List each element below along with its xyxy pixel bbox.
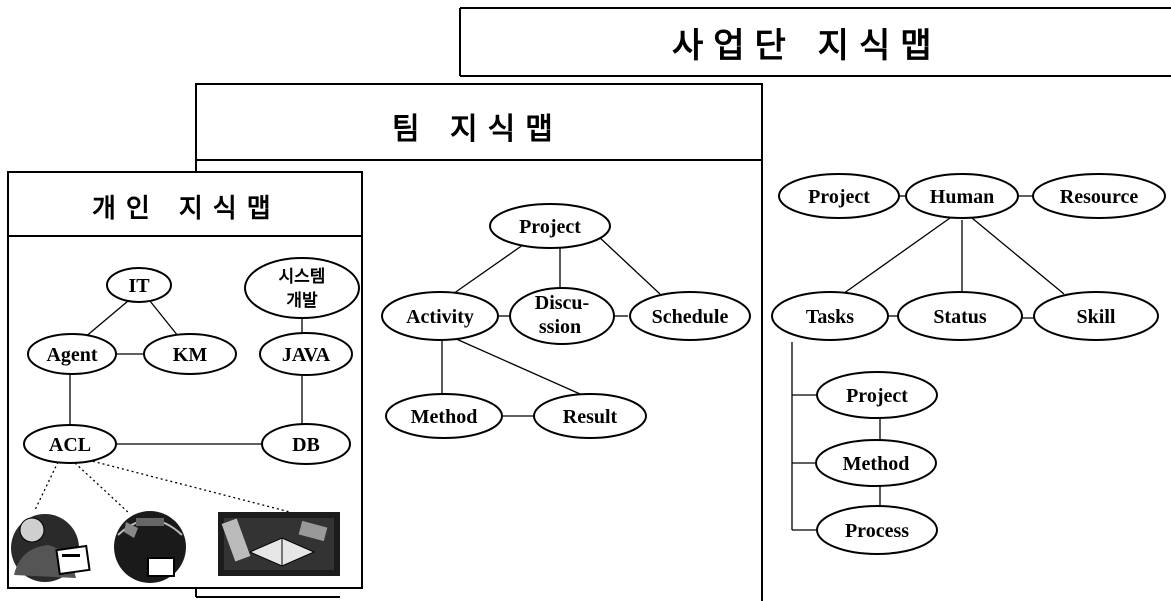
person-with-globe-icon: [114, 511, 186, 583]
biz-node-sub-project-label: Project: [846, 385, 908, 407]
node-java-ellipse: [259, 332, 353, 376]
node-agent: Agent: [27, 333, 117, 375]
edge-acl-image1: [34, 461, 59, 511]
biz-node-tasks-label: Tasks: [806, 306, 854, 328]
node-it-label: IT: [128, 275, 150, 297]
team-node-project-label: Project: [519, 216, 581, 238]
biz-node-project-label: Project: [808, 186, 870, 208]
team-node-result: Result: [533, 393, 647, 439]
team-node-project: Project: [489, 203, 611, 249]
edge-project-activity: [449, 239, 531, 297]
node-agent-ellipse: [27, 333, 117, 375]
personal-panel-title: 개인 지식맵: [92, 194, 281, 224]
biz-node-sub-method: Method: [815, 439, 937, 487]
biz-node-sub-process-ellipse: [816, 505, 938, 555]
biz-node-human: Human: [905, 173, 1019, 219]
personal-map-nodes: IT 시스템 개발 Agent KM JAVA ACL DB: [23, 257, 360, 465]
edge-human-skill: [971, 217, 1065, 295]
biz-node-human-ellipse: [905, 173, 1019, 219]
biz-node-sub-process-label: Process: [845, 520, 909, 542]
team-panel: [195, 83, 763, 601]
business-panel: [459, 7, 1171, 77]
biz-node-sub-method-label: Method: [843, 453, 910, 475]
biz-node-project-ellipse: [778, 173, 900, 219]
node-it-ellipse: [106, 267, 172, 303]
team-node-activity-ellipse: [381, 291, 499, 341]
team-node-method: Method: [385, 393, 503, 439]
node-system-dev: 시스템 개발: [244, 257, 360, 319]
biz-node-status: Status: [897, 291, 1023, 341]
node-acl-label: ACL: [49, 434, 91, 456]
node-db-label: DB: [292, 434, 320, 456]
node-system-dev-label-1: 시스템: [279, 267, 326, 287]
biz-node-resource-ellipse: [1032, 173, 1166, 219]
biz-node-sub-project-ellipse: [816, 371, 938, 419]
team-node-result-label: Result: [563, 406, 618, 428]
team-node-schedule-label: Schedule: [652, 306, 729, 328]
biz-node-sub-process: Process: [816, 505, 938, 555]
books-icon: [218, 512, 340, 576]
biz-node-sub-method-ellipse: [815, 439, 937, 487]
edge-activity-result: [453, 337, 581, 395]
team-node-project-ellipse: [489, 203, 611, 249]
biz-node-tasks: Tasks: [771, 291, 889, 341]
biz-node-resource-label: Resource: [1060, 186, 1139, 208]
biz-node-resource: Resource: [1032, 173, 1166, 219]
team-panel-header-box: [195, 83, 763, 161]
biz-node-skill: Skill: [1033, 291, 1159, 341]
node-db-ellipse: [261, 423, 351, 465]
team-node-discussion-ellipse: [509, 287, 615, 345]
biz-node-sub-project: Project: [816, 371, 938, 419]
node-system-dev-ellipse: [244, 257, 360, 319]
team-node-method-label: Method: [411, 406, 478, 428]
biz-node-status-ellipse: [897, 291, 1023, 341]
biz-node-skill-ellipse: [1033, 291, 1159, 341]
edge-it-agent: [83, 300, 129, 339]
team-node-activity-label: Activity: [406, 306, 474, 328]
biz-node-status-label: Status: [933, 306, 987, 328]
node-km: KM: [143, 333, 237, 375]
biz-node-tasks-ellipse: [771, 291, 889, 341]
node-db: DB: [261, 423, 351, 465]
node-system-dev-label-2: 개발: [286, 291, 318, 311]
personal-map-edges: [34, 300, 303, 515]
personal-map-images: [11, 511, 340, 583]
edge-it-km: [149, 300, 179, 337]
team-node-result-ellipse: [533, 393, 647, 439]
biz-node-project: Project: [778, 173, 900, 219]
team-node-discussion-label-1: Discu-: [535, 292, 589, 314]
node-acl-ellipse: [23, 424, 117, 464]
business-panel-title: 사업단 지식맵: [672, 26, 942, 66]
team-node-schedule: Schedule: [629, 291, 751, 341]
biz-node-human-label: Human: [930, 186, 994, 208]
team-node-discussion: Discu- ssion: [509, 287, 615, 345]
team-node-discussion-label-2: ssion: [539, 316, 581, 338]
node-java: JAVA: [259, 332, 353, 376]
node-acl: ACL: [23, 424, 117, 464]
team-panel-title: 팀 지식맵: [392, 112, 563, 147]
team-node-schedule-ellipse: [629, 291, 751, 341]
team-node-activity: Activity: [381, 291, 499, 341]
team-map-nodes: Project Activity Discu- ssion Schedule M…: [381, 203, 751, 439]
team-map-edges: [441, 235, 661, 417]
edge-human-tasks: [839, 217, 951, 297]
node-km-label: KM: [173, 344, 208, 366]
node-km-ellipse: [143, 333, 237, 375]
node-java-label: JAVA: [282, 344, 331, 366]
biz-node-skill-label: Skill: [1077, 306, 1116, 328]
edge-project-schedule: [597, 235, 661, 295]
team-node-method-ellipse: [385, 393, 503, 439]
node-it: IT: [106, 267, 172, 303]
person-with-document-icon: [11, 514, 91, 582]
node-agent-label: Agent: [46, 344, 97, 366]
business-map-nodes: Project Human Resource Tasks Status Skil…: [771, 173, 1166, 555]
